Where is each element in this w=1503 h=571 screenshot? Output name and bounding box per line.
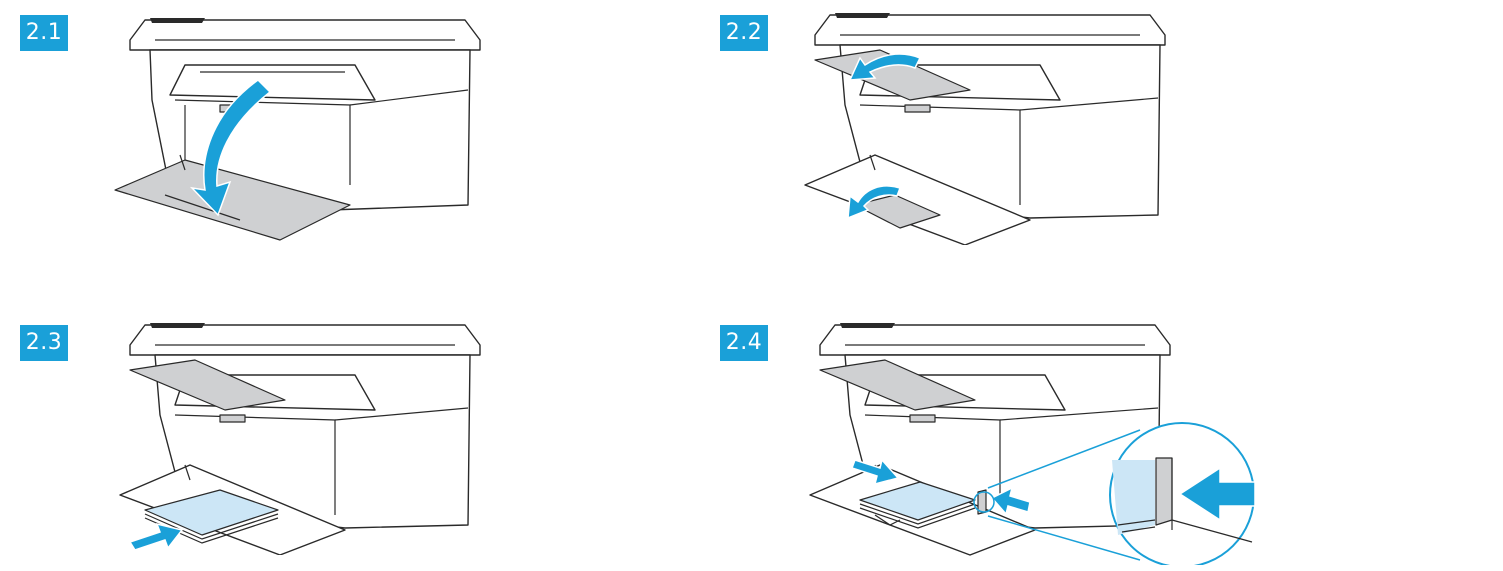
printer-open-input-tray-illustration bbox=[114, 18, 481, 241]
step-badge-2-3: 2.3 bbox=[20, 325, 68, 361]
printer-extend-trays-illustration bbox=[804, 13, 1166, 245]
step-badge-2-1: 2.1 bbox=[20, 15, 68, 51]
printer-adjust-guides-illustration bbox=[809, 323, 1256, 565]
step-badge-2-4: 2.4 bbox=[720, 325, 768, 361]
printer-load-paper-illustration bbox=[119, 323, 481, 555]
step-badge-2-2: 2.2 bbox=[720, 15, 768, 51]
